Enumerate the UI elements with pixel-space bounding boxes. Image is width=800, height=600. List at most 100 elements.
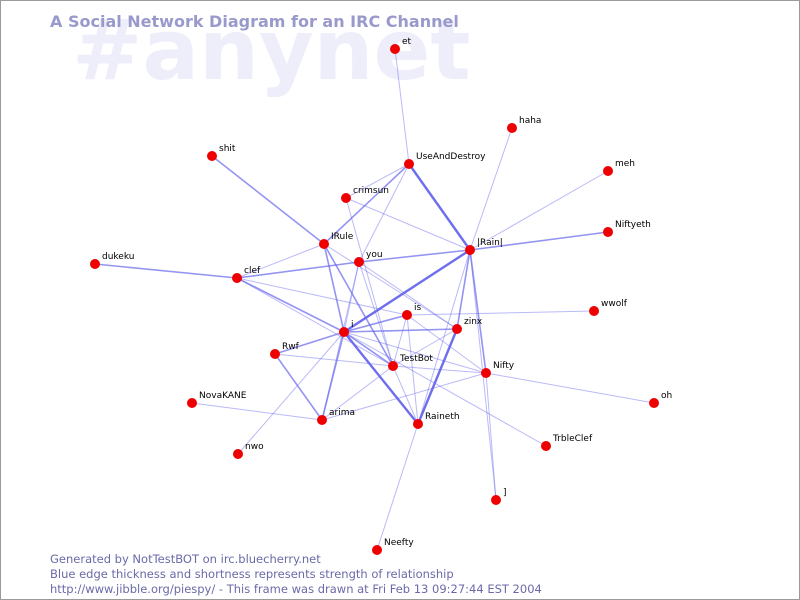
edge-Rain-Raineth <box>417 249 471 425</box>
node-dot <box>233 449 243 459</box>
node-dot <box>603 227 613 237</box>
edge-is-Raineth <box>406 314 419 425</box>
node-i[interactable]: i <box>339 320 354 337</box>
edge-i-Nifty <box>343 331 487 374</box>
node-Niftyeth[interactable]: Niftyeth <box>603 220 651 237</box>
node-Raineth[interactable]: Raineth <box>413 412 460 429</box>
node-clef[interactable]: clef <box>232 266 261 283</box>
node-Nifty[interactable]: Nifty <box>481 361 515 378</box>
edge-zinx-Raineth <box>416 328 459 425</box>
edge-clef-is <box>236 277 408 316</box>
node-bracket[interactable]: ] <box>491 488 507 505</box>
node-label: Nifty <box>493 361 515 371</box>
node-dot <box>372 545 382 555</box>
edge-Niftyeth-Rain <box>469 231 609 251</box>
node-dot <box>354 257 364 267</box>
edge-i-nwo <box>237 331 345 455</box>
node-dot <box>404 159 414 169</box>
node-dot <box>388 361 398 371</box>
node-dukeku[interactable]: dukeku <box>90 252 134 269</box>
channel-watermark: #anynet <box>72 1 471 99</box>
edge-UseAndDestroy-Rain <box>408 163 471 251</box>
edge-i-TrbleClef <box>343 331 547 447</box>
node-label: clef <box>244 266 261 276</box>
node-meh[interactable]: meh <box>603 159 635 176</box>
node-crimsun[interactable]: crimsun <box>341 186 389 203</box>
node-label: haha <box>519 116 541 126</box>
edge-haha-Rain <box>469 127 513 251</box>
edge-Rain-i <box>343 248 471 334</box>
node-et[interactable]: et <box>390 37 412 54</box>
node-dot <box>319 239 329 249</box>
edge-layer <box>94 48 655 551</box>
node-dot <box>90 259 100 269</box>
node-dot <box>270 349 280 359</box>
node-label: meh <box>615 159 635 169</box>
node-shit[interactable]: shit <box>207 144 236 161</box>
node-oh[interactable]: oh <box>649 391 672 408</box>
node-dot <box>413 419 423 429</box>
footer-source-link[interactable]: http://www.jibble.org/piespy/ - This fra… <box>50 582 542 596</box>
node-label: wwolf <box>601 299 628 309</box>
edge-TestBot-Raineth <box>392 365 419 425</box>
edge-is-Nifty <box>406 314 487 374</box>
node-label: you <box>366 250 383 260</box>
node-dot <box>603 166 613 176</box>
node-dot <box>317 415 327 425</box>
edge-i-arima <box>321 331 345 421</box>
edge-clef-i <box>236 277 345 333</box>
node-dot <box>491 495 501 505</box>
node-dot <box>187 398 197 408</box>
node-label: Niftyeth <box>615 220 651 230</box>
edge-IRule-i <box>323 243 345 333</box>
edge-UseAndDestroy-you <box>358 163 410 263</box>
edge-IRule-clef <box>236 243 325 279</box>
edge-Nifty-oh <box>485 372 655 404</box>
edge-UseAndDestroy-crimsun <box>345 163 410 199</box>
edge-Rain-zinx <box>456 249 471 330</box>
edge-you-zinx <box>358 261 458 330</box>
node-Rwf[interactable]: Rwf <box>270 342 300 359</box>
edge-zinx-i <box>343 328 458 333</box>
node-dot <box>541 441 551 451</box>
edge-you-i <box>343 261 360 333</box>
edge-clef-you <box>236 261 360 279</box>
node-Neefty[interactable]: Neefty <box>372 538 414 555</box>
node-wwolf[interactable]: wwolf <box>589 299 628 316</box>
node-label: NovaKANE <box>199 391 247 401</box>
node-label: nwo <box>245 442 264 452</box>
node-dot <box>481 368 491 378</box>
edge-Rain-you <box>358 249 471 263</box>
node-NovaKANE[interactable]: NovaKANE <box>187 391 247 408</box>
node-you[interactable]: you <box>354 250 383 267</box>
node-dot <box>207 151 217 161</box>
edge-TestBot-arima <box>321 365 394 421</box>
node-zinx[interactable]: zinx <box>452 317 483 334</box>
edge-NovaKANE-arima <box>191 402 323 421</box>
edge-clef-TestBot <box>236 277 394 367</box>
node-arima[interactable]: arima <box>317 408 355 425</box>
node-IRule[interactable]: IRule <box>319 232 354 249</box>
edge-is-TestBot <box>392 314 408 367</box>
node-UseAndDestroy[interactable]: UseAndDestroy <box>404 152 486 169</box>
edge-IRule-zinx <box>323 243 458 330</box>
edge-crimsun-TestBot <box>345 197 394 367</box>
node-TestBot[interactable]: TestBot <box>388 354 433 371</box>
node-dot <box>232 273 242 283</box>
node-dot <box>649 398 659 408</box>
node-Rain[interactable]: |Rain| <box>465 238 503 255</box>
node-label: |Rain| <box>477 238 503 248</box>
node-TrbleClef[interactable]: TrbleClef <box>541 434 593 451</box>
node-label: is <box>414 303 422 313</box>
node-label: zinx <box>464 317 483 327</box>
edge-shit-IRule <box>211 155 325 245</box>
node-nwo[interactable]: nwo <box>233 442 264 459</box>
node-is[interactable]: is <box>402 303 422 320</box>
node-label: UseAndDestroy <box>416 152 486 162</box>
edge-Raineth-Neefty <box>376 423 419 551</box>
edge-meh-Rain <box>469 170 609 251</box>
node-haha[interactable]: haha <box>507 116 541 133</box>
footer-legend: Blue edge thickness and shortness repres… <box>50 567 454 581</box>
